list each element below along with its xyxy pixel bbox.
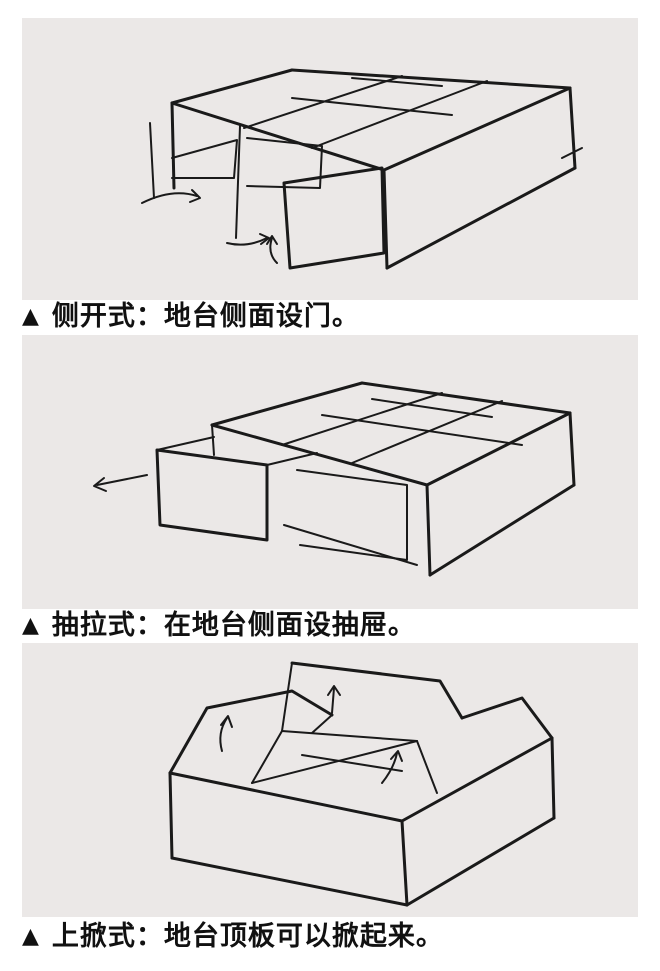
caption-text: 上掀式：地台顶板可以掀起来。 (51, 921, 444, 952)
drawer-caption: ▲ 抽拉式：在地台侧面设抽屉。 (22, 609, 416, 643)
triangle-bullet-icon: ▲ (22, 304, 40, 329)
lift-top-platform-sketch-icon (168, 661, 556, 907)
caption-text: 侧开式：地台侧面设门。 (51, 301, 360, 332)
drawer-platform-sketch-icon (93, 381, 576, 577)
caption-text: 抽拉式：在地台侧面设抽屉。 (51, 610, 416, 641)
triangle-bullet-icon: ▲ (22, 613, 40, 638)
lift-top-caption: ▲ 上掀式：地台顶板可以掀起来。 (22, 920, 444, 954)
triangle-bullet-icon: ▲ (22, 924, 40, 949)
side-door-caption: ▲ 侧开式：地台侧面设门。 (22, 300, 360, 334)
lift-top-sketch-panel (22, 643, 638, 917)
side-door-platform-sketch-icon (141, 68, 583, 270)
drawer-sketch-panel (22, 335, 638, 609)
side-door-sketch-panel (22, 18, 638, 300)
